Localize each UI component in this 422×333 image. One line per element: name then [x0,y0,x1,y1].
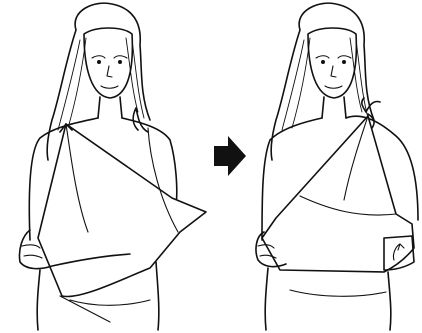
face-right-figure [308,28,356,98]
arm-sling [262,116,414,272]
face-left-figure [84,28,132,98]
right-arrow-icon [214,136,246,176]
triangular-bandage-loose [38,124,206,297]
panel-after [256,3,418,330]
panel-before [19,3,206,330]
